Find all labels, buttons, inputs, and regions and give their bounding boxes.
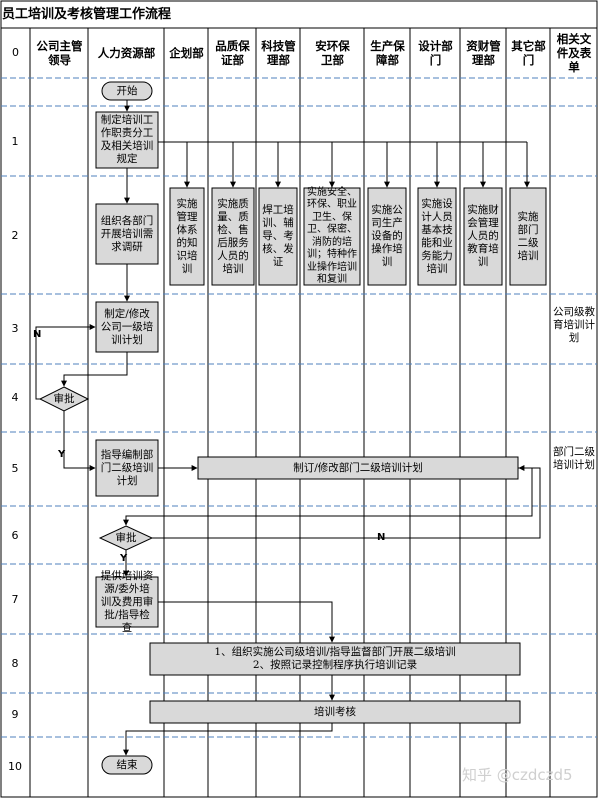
row-number-9: 9 — [11, 708, 19, 721]
label-n-right: N — [377, 532, 386, 543]
implement-line-2: 2、按照记录控制程序执行培训记录 — [252, 659, 418, 671]
header-company-leader: 公司主管领导 — [36, 39, 83, 67]
header-hr: 人力资源部 — [97, 46, 156, 60]
node-guide-dept-plan: 指导编制部门二级培训计划 — [100, 448, 154, 487]
doc-dept-plan: 部门二级培训计划 — [553, 446, 595, 471]
header-quality: 品质保证部 — [215, 39, 250, 67]
header-row-index: 0 — [12, 46, 19, 59]
doc-company-plan: 公司级教育培训计划 — [553, 306, 595, 344]
node-needs-survey: 组织各部门开展培训需求调研 — [100, 214, 154, 253]
start-label: 开始 — [116, 84, 138, 97]
node-other-training: 实施部门二级培训 — [517, 210, 539, 262]
process-boxes — [95, 111, 547, 724]
implement-line-1: 1、组织实施公司级培训/指导监督部门开展二级培训 — [214, 646, 456, 658]
connectors — [35, 100, 541, 756]
row-number-3: 3 — [11, 322, 19, 335]
node-assessment: 培训考核 — [314, 705, 356, 718]
node-dept-plan: 制订/修改部门二级培训计划 — [293, 461, 423, 474]
node-design-training: 实施设计人员基本技能和业务能力培训 — [421, 197, 453, 275]
label-n-top: N — [33, 329, 42, 340]
row-number-1: 1 — [11, 135, 19, 148]
row-number-2: 2 — [11, 229, 19, 242]
label-y-mid: Y — [120, 553, 128, 564]
header-security: 安环保卫部 — [315, 39, 350, 67]
node-tech-training: 焊工培训、辅导、考核、发证 — [262, 204, 294, 268]
end-label: 结束 — [116, 758, 138, 771]
row-number-5: 5 — [11, 462, 19, 475]
header-docs: 相关文件及表单 — [556, 32, 592, 74]
row-number-8: 8 — [11, 657, 19, 670]
node-finance-training: 实施财会管理人员的教育培训 — [467, 204, 499, 268]
node-quality-training: 实施质量、质检、售后服务人员的培训 — [217, 197, 249, 275]
node-planning-training: 实施管理体系的知识培训 — [176, 197, 198, 275]
node-security-training: 实施安全、环保、职业卫生、保卫、保密、消防的培训；特种作业操作培训和复训 — [307, 186, 357, 286]
row-number-6: 6 — [11, 529, 19, 542]
row-number-10: 10 — [8, 760, 22, 773]
header-production: 生产保障部 — [370, 39, 405, 67]
node-resources-approval: 提供培训资源/委外培训及费用审批/指导检查 — [100, 569, 154, 634]
label-y-left: Y — [58, 449, 66, 460]
review-label-2: 审批 — [115, 531, 137, 544]
header-other: 其它部门 — [511, 39, 546, 67]
row-dividers — [1, 77, 597, 738]
watermark: 知乎 @czdczd5 — [462, 766, 573, 784]
row-number-7: 7 — [11, 593, 19, 606]
node-define-responsibilities: 制定培训工作职责分工及相关培训规定 — [100, 114, 154, 165]
review-label-1: 审批 — [53, 392, 75, 405]
header-planning: 企划部 — [169, 46, 204, 60]
header-tech: 科技管理部 — [261, 39, 296, 67]
diagram-title: 员工培训及考核管理工作流程 — [2, 7, 172, 22]
node-implement-training: 1、组织实施公司级培训/指导监督部门开展二级培训 2、按照记录控制程序执行培训记… — [151, 644, 519, 674]
end-terminal — [101, 755, 153, 775]
node-company-plan: 制定/修改公司一级培训计划 — [100, 307, 154, 346]
header-finance: 资财管理部 — [466, 39, 501, 67]
node-production-training: 实施公司生产设备的操作培训 — [371, 204, 403, 268]
header-design: 设计部门 — [418, 39, 453, 67]
row-number-4: 4 — [11, 391, 19, 404]
